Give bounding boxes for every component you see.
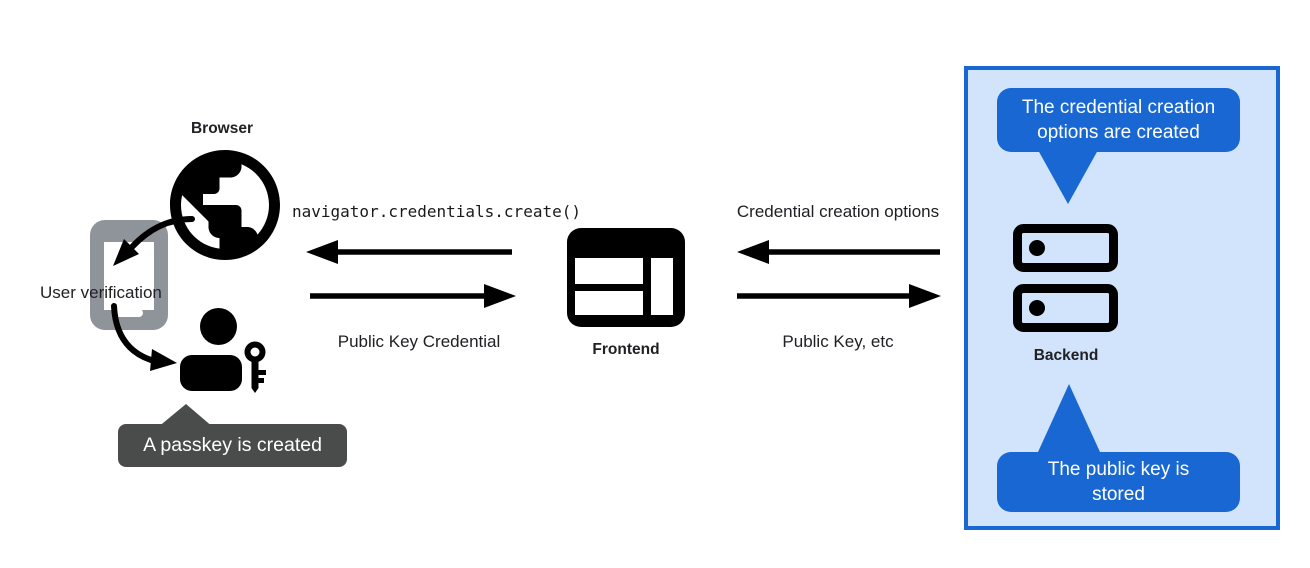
credential-options-tooltip-text: The credential creation options are crea… — [1021, 97, 1216, 143]
browser-label: Browser — [190, 120, 254, 137]
arrow-backend-to-frontend — [737, 240, 940, 264]
server-stack-icon — [1013, 224, 1118, 332]
credential-creation-options-label: Credential creation options — [736, 202, 940, 221]
backend-label: Backend — [1033, 347, 1099, 364]
frontend-label: Frontend — [592, 341, 660, 358]
public-key-stored-tooltip-pointer — [1038, 384, 1100, 452]
passkey-created-tooltip-text: A passkey is created — [143, 434, 322, 456]
public-key-stored-tooltip: The public key is stored — [997, 452, 1240, 512]
browser-window-icon — [567, 228, 685, 327]
public-key-stored-tooltip-text: The public key is stored — [1047, 459, 1190, 505]
public-key-credential-label: Public Key Credential — [337, 332, 501, 351]
passkey-created-tooltip: A passkey is created — [118, 424, 347, 467]
arrow-frontend-to-backend — [737, 284, 941, 308]
smartphone-icon — [90, 220, 168, 330]
credential-options-tooltip: The credential creation options are crea… — [997, 88, 1240, 152]
globe-browser-icon — [170, 150, 280, 260]
navigator-credentials-create-label: navigator.credentials.create() — [292, 202, 581, 221]
user-verification-label: User verification — [40, 283, 162, 302]
person-with-key-passkey-icon — [180, 308, 269, 396]
arrow-frontend-to-browser — [306, 240, 512, 264]
credential-options-tooltip-pointer — [1038, 150, 1098, 204]
public-key-etc-label: Public Key, etc — [782, 332, 894, 351]
arrow-browser-to-frontend — [310, 284, 516, 308]
